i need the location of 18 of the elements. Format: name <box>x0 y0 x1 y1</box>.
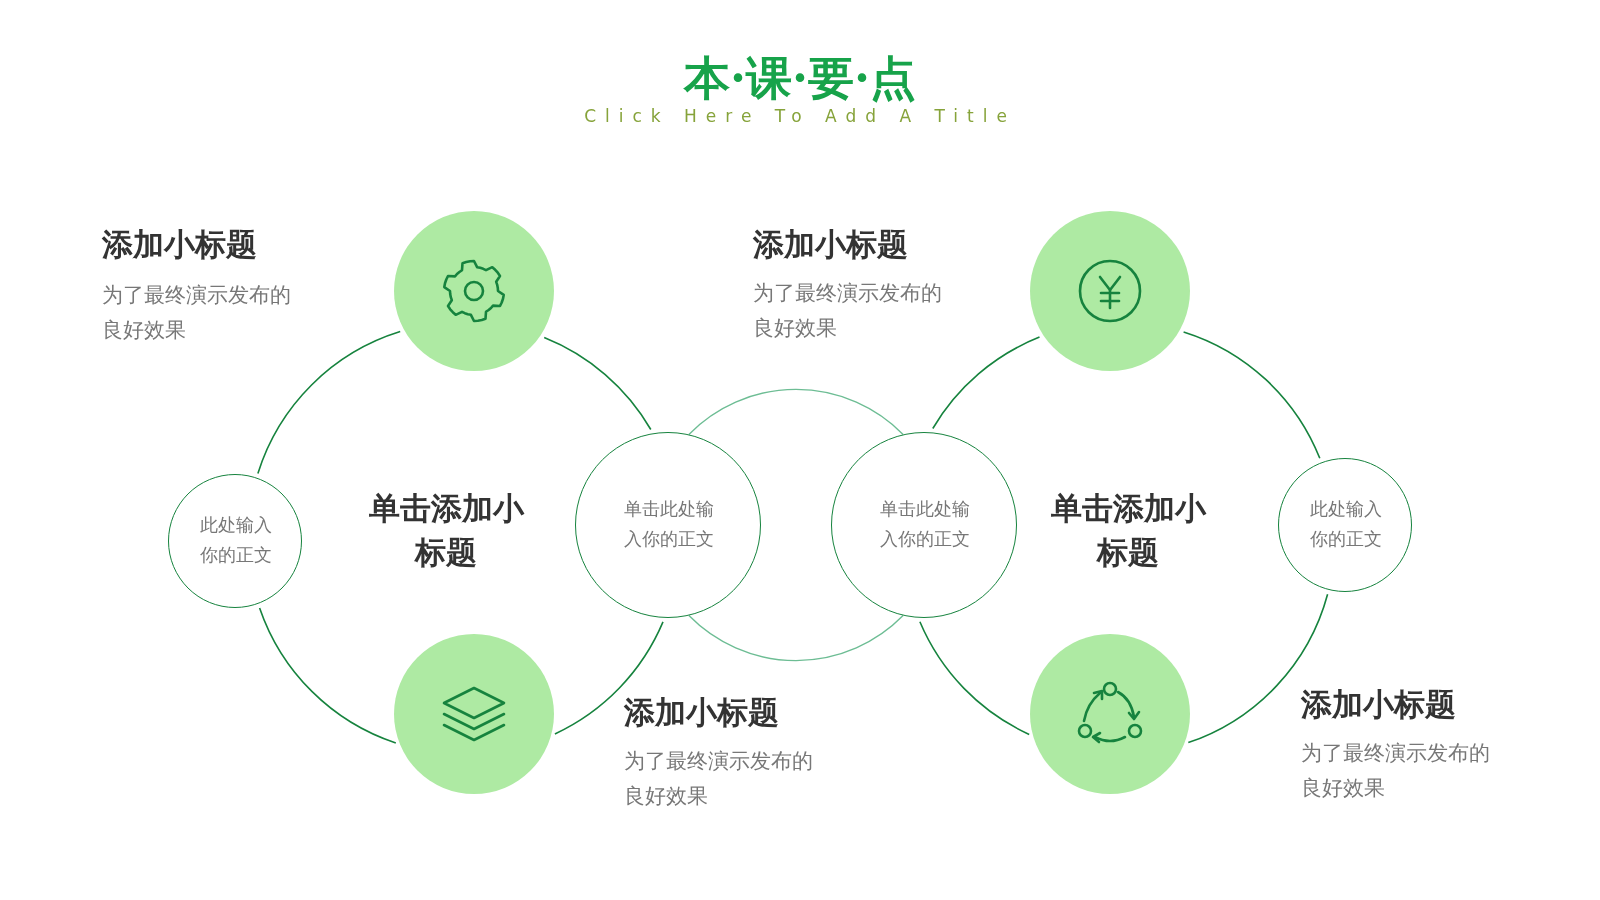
connector-arc <box>688 389 904 436</box>
item-heading: 添加小标题 <box>102 225 257 264</box>
item-description: 为了最终演示发布的良好效果 <box>102 282 292 344</box>
circle-text: 此处输入你的正文 <box>1309 497 1383 551</box>
item-description: 为了最终演示发布的良好效果 <box>624 748 814 810</box>
item-heading: 添加小标题 <box>753 225 908 264</box>
subtitle: Click Here To Add A Title <box>583 106 1017 126</box>
item-heading: 添加小标题 <box>624 693 779 732</box>
item-description: 为了最终演示发布的良好效果 <box>753 280 943 342</box>
item-description: 为了最终演示发布的良好效果 <box>1301 740 1491 802</box>
slide-title: 本·课·要·点 <box>682 50 917 107</box>
circle-text: 单击此处输入你的正文 <box>879 497 971 551</box>
connector-arc <box>688 614 904 661</box>
item-heading: 添加小标题 <box>1301 685 1456 724</box>
ring-heading: 单击添加小标题 <box>1049 489 1208 572</box>
circle-text: 此处输入你的正文 <box>199 513 273 567</box>
ring-heading: 单击添加小标题 <box>367 489 526 572</box>
circle-text: 单击此处输入你的正文 <box>623 497 715 551</box>
